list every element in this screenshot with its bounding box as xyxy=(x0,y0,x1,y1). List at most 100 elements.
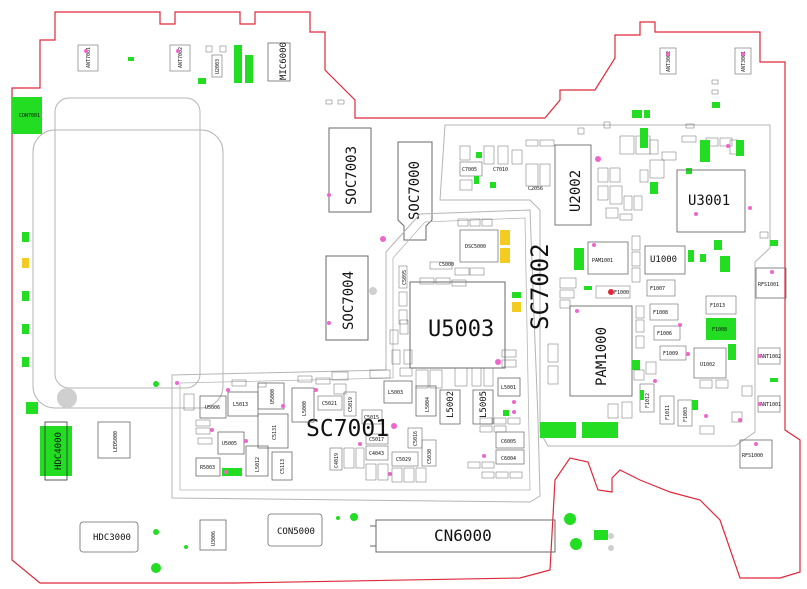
test-point xyxy=(748,206,752,210)
ant3002 xyxy=(659,47,677,75)
u5006 xyxy=(199,395,227,419)
mic6000-label: MIC6000 xyxy=(279,42,289,80)
ant3002-label: ANT3002 xyxy=(666,51,672,72)
green-part xyxy=(736,140,744,156)
passive-array-pam xyxy=(547,235,753,435)
shield-sc7001 xyxy=(171,209,541,503)
passive-array-top xyxy=(389,218,493,365)
test-point xyxy=(666,52,670,56)
green-part xyxy=(650,182,658,194)
ant3001 xyxy=(734,47,752,75)
green-dot xyxy=(336,516,340,520)
green-part xyxy=(700,140,710,162)
pad xyxy=(22,258,29,268)
c4019-label: C4019 xyxy=(334,453,340,468)
dsc5000-label: DSC5000 xyxy=(465,244,486,250)
green-part xyxy=(474,176,479,184)
rfs1001-label: RFS1001 xyxy=(758,282,779,288)
green-part xyxy=(692,400,698,410)
green-part xyxy=(198,78,206,84)
soc7003 xyxy=(328,127,372,213)
test-point xyxy=(244,439,248,443)
sc7002-label: SC7002 xyxy=(526,243,554,330)
f1003 xyxy=(677,399,693,427)
passive-array-misc xyxy=(205,45,769,239)
ant7002-label: ANT7002 xyxy=(178,47,184,68)
cn6000-label: CN6000 xyxy=(434,526,492,545)
led5000-label: LED5000 xyxy=(113,431,119,452)
green-part xyxy=(770,378,778,382)
c5113 xyxy=(271,451,293,481)
c6004 xyxy=(495,449,525,465)
led5000 xyxy=(97,421,131,459)
green-part xyxy=(574,248,584,270)
c5095-label: C5095 xyxy=(402,270,408,285)
test-point xyxy=(595,156,601,162)
c2056-label: C2056 xyxy=(528,186,543,192)
c6004-label: C6004 xyxy=(501,456,516,462)
c7010-label: C7010 xyxy=(493,167,508,173)
hdc4000-body xyxy=(44,421,68,481)
ant7001-label: ANT7001 xyxy=(86,47,92,68)
green-part xyxy=(540,422,576,438)
passive-array-left xyxy=(183,379,267,445)
c5015 xyxy=(361,409,383,425)
test-point xyxy=(726,144,730,148)
c5030-label: C5030 xyxy=(427,449,433,464)
yellow-part xyxy=(500,230,510,245)
l5002 xyxy=(439,389,461,425)
l5004 xyxy=(415,385,437,417)
green-part xyxy=(594,530,608,540)
soc7003-label: SOC7003 xyxy=(344,146,360,205)
passive-array-topright xyxy=(619,135,739,183)
green-part-label: F1008 xyxy=(712,327,727,333)
test-point xyxy=(314,388,318,392)
green-part xyxy=(222,468,242,476)
dsc5000 xyxy=(459,229,499,263)
test-point xyxy=(653,379,657,383)
c5016 xyxy=(407,427,423,449)
c5000-label: C5000 xyxy=(439,262,454,268)
yellow-part xyxy=(512,302,521,312)
f1007-label: F1007 xyxy=(650,286,665,292)
soc7004-label: SOC7004 xyxy=(341,271,357,330)
green-part xyxy=(26,402,38,414)
c5016-label: C5016 xyxy=(413,431,419,446)
sc7001-label: SC7001 xyxy=(306,416,389,442)
green-part xyxy=(720,256,730,272)
con7001-label: CON7001 xyxy=(19,113,40,119)
c4043 xyxy=(365,445,389,461)
test-point xyxy=(327,193,331,197)
c5021 xyxy=(317,395,343,411)
pad xyxy=(22,324,29,334)
f1006-label: F1006 xyxy=(657,331,672,337)
u1002 xyxy=(693,347,727,379)
board-outline xyxy=(11,11,801,584)
f1006 xyxy=(653,325,681,341)
c4043-label: C4043 xyxy=(369,451,384,457)
l5013 xyxy=(227,391,259,417)
test-point xyxy=(226,388,230,392)
test-point xyxy=(176,49,180,53)
cn6000 xyxy=(370,519,556,553)
yellow-part xyxy=(500,248,510,263)
f1011 xyxy=(659,395,675,425)
c5019 xyxy=(343,391,357,417)
l5012-label: L5012 xyxy=(255,457,261,472)
l5003-label: L5003 xyxy=(388,390,403,396)
u1000 xyxy=(644,245,686,275)
green-part xyxy=(476,152,482,158)
green-part xyxy=(706,318,736,340)
c5021-label: C5021 xyxy=(322,401,337,407)
f1013 xyxy=(705,295,737,315)
l5003 xyxy=(383,380,413,404)
c5017-label: C5017 xyxy=(369,437,384,443)
green-dot xyxy=(570,538,582,550)
hdc3000-label: HDC3000 xyxy=(93,533,131,543)
green-dot xyxy=(350,513,358,521)
test-point xyxy=(388,472,392,476)
c5015-label: C5015 xyxy=(364,415,379,421)
green-dot xyxy=(153,529,159,535)
test-point xyxy=(175,381,179,385)
rfs1000-label: RFS1000 xyxy=(742,453,763,459)
